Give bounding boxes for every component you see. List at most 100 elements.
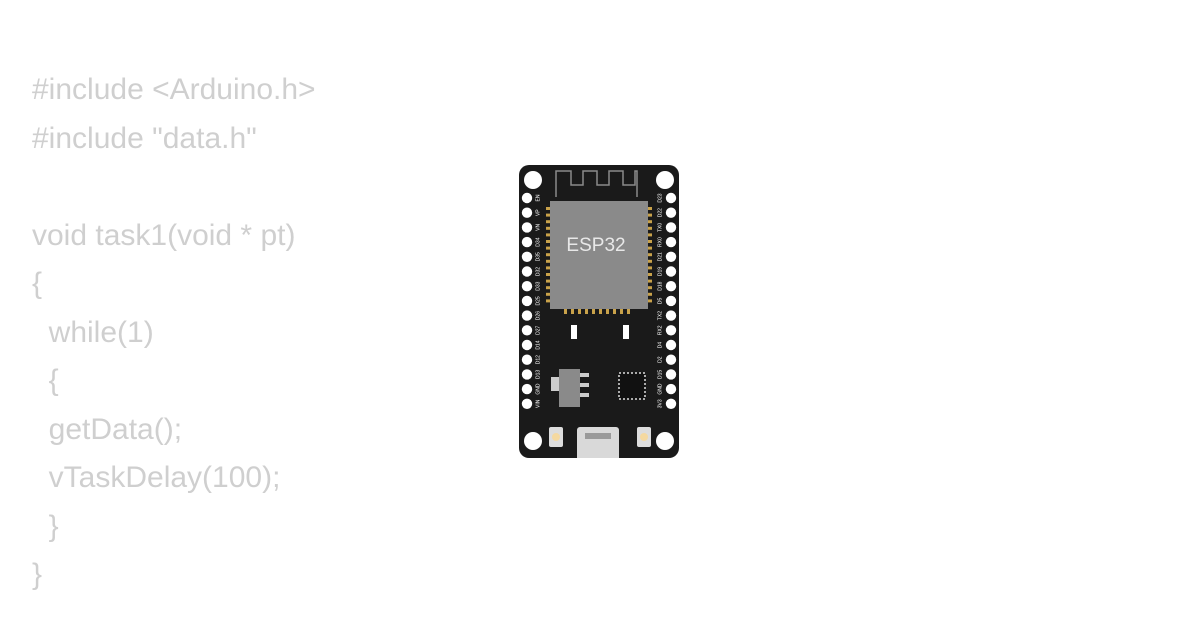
chip-pin — [647, 253, 652, 257]
chip-pin — [647, 213, 652, 217]
pin-pad — [521, 310, 533, 321]
pin-label: D18 — [657, 281, 663, 290]
pin-pad — [521, 192, 533, 204]
pin-label: D12 — [535, 355, 541, 364]
code-line: vTaskDelay(100); — [32, 461, 281, 494]
pin-label: D35 — [535, 252, 541, 261]
pad — [571, 325, 577, 339]
pin-label: TX0 — [657, 223, 663, 232]
chip-pin — [627, 309, 630, 314]
left-pin-header: ENVPVND34D35D32D33D25D26D27D14D12D13GNDV… — [521, 192, 541, 409]
code-line: { — [32, 364, 59, 397]
mounting-hole — [656, 171, 674, 189]
pin-label: D33 — [535, 281, 541, 290]
pin-label: D27 — [535, 326, 541, 335]
chip-pin — [647, 266, 652, 270]
pin-label: 3V3 — [657, 399, 663, 408]
chip-pin — [599, 309, 602, 314]
usb-serial-chip — [618, 372, 646, 400]
chip-pin — [647, 207, 652, 210]
pin-pad — [665, 207, 677, 218]
chip-pin — [647, 233, 652, 237]
mounting-hole — [656, 432, 674, 450]
chip-pin — [647, 246, 652, 250]
pin-label: GND — [535, 383, 541, 395]
code-line: void task1(void * pt) — [32, 218, 296, 252]
chip-pin — [647, 240, 652, 243]
chip-pin — [546, 259, 551, 263]
pin-pad — [521, 295, 533, 307]
code-line: getData(); — [32, 412, 183, 446]
chip-pin — [546, 286, 551, 290]
pin-label: D19 — [657, 267, 663, 276]
chip-pin — [585, 309, 588, 314]
pin-label: D5 — [657, 297, 663, 304]
chip-pin — [564, 309, 567, 314]
pin-pad — [521, 281, 533, 292]
chip-pin — [546, 213, 551, 217]
pin-label: D4 — [657, 342, 663, 349]
chip-pin — [647, 279, 652, 283]
chip-pin — [546, 266, 551, 270]
usb-port-icon — [577, 427, 619, 458]
pin-label: EN — [535, 194, 541, 201]
chip-label: ESP32 — [566, 235, 625, 256]
code-line: } — [32, 558, 43, 591]
code-line: } — [32, 509, 59, 543]
pin-pad — [521, 369, 533, 380]
voltage-regulator — [551, 369, 589, 407]
antenna-icon — [555, 170, 638, 197]
pin-pad — [521, 354, 533, 365]
pad — [623, 325, 629, 339]
chip-pin — [546, 292, 551, 296]
right-pin-header: D23D22TX0RX0D21D19D18D5TX2RX2D4D2D15GND3… — [657, 192, 677, 409]
chip-pin — [546, 253, 551, 257]
chip-pin — [546, 220, 551, 224]
pin-label: D22 — [657, 208, 663, 217]
pin-pad — [665, 369, 677, 380]
pin-pad — [521, 251, 533, 262]
chip-pin — [647, 286, 652, 290]
pin-label: VP — [535, 209, 541, 216]
pin-pad — [521, 325, 533, 336]
pin-pad — [665, 383, 677, 395]
pin-pad — [665, 192, 677, 204]
chip-pin — [546, 273, 551, 276]
mounting-hole — [524, 171, 542, 189]
pin-label: D32 — [535, 267, 541, 276]
pin-pad — [665, 295, 677, 307]
chip-pin — [592, 309, 595, 314]
chip-pin — [571, 309, 574, 314]
pin-pad — [521, 236, 533, 248]
chip-pin — [546, 240, 551, 243]
chip-pin — [647, 226, 652, 230]
code-line: #include "data.h" — [32, 121, 257, 155]
pin-label: GND — [657, 383, 663, 395]
pin-pad — [665, 339, 677, 351]
chip-pin — [546, 279, 551, 283]
pin-label: D15 — [657, 370, 663, 379]
chip-pin — [647, 220, 652, 224]
pin-pad — [521, 207, 533, 218]
chip-pin — [647, 299, 652, 303]
pin-pad — [665, 281, 677, 292]
chip-pin — [620, 309, 623, 314]
pin-pad — [521, 266, 533, 277]
chip-pin — [647, 259, 652, 263]
pin-label: RX2 — [657, 325, 663, 335]
pin-pad — [665, 236, 677, 248]
pin-label: D25 — [535, 296, 541, 305]
pin-pad — [665, 222, 677, 233]
chip-pin — [613, 309, 616, 314]
chip-pin — [647, 273, 652, 276]
esp32-chip — [550, 201, 648, 309]
pin-pad — [521, 398, 533, 409]
chip-pin — [546, 233, 551, 237]
pin-label: D34 — [535, 237, 541, 246]
pin-pad — [521, 222, 533, 233]
pin-label: D13 — [535, 370, 541, 379]
mounting-hole — [524, 432, 542, 450]
pin-pad — [665, 310, 677, 321]
chip-pin — [546, 299, 551, 303]
